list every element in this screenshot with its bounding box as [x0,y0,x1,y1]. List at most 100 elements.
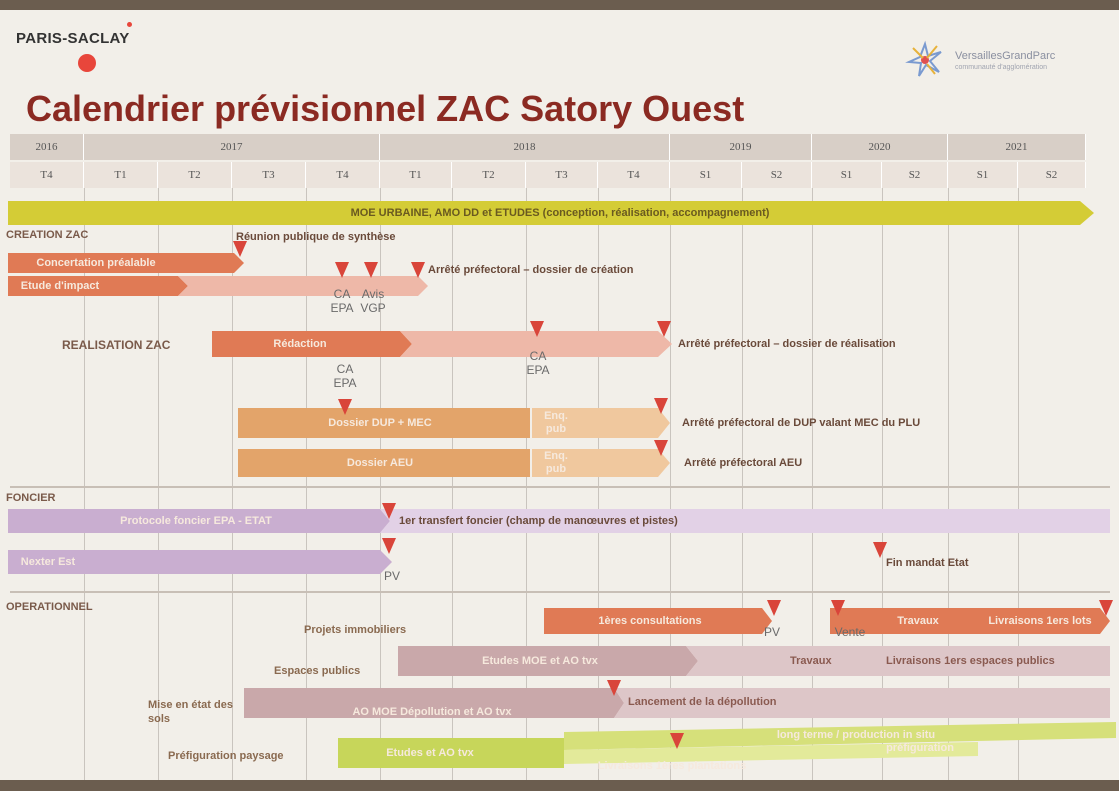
redaction-bar [212,331,672,357]
projets-immobiliers-bar [544,608,1110,634]
livraisons-plantations-bar-label: Livraisons 1ères plantations [597,760,747,772]
etude-impact-bar-label: Etude d'impact [20,280,100,292]
period-cell: T2 [158,162,232,188]
section-foncier: FONCIER [6,492,56,504]
milestone-vente [831,600,845,616]
milestone-ca-epa-creation [335,262,349,278]
pv-label-1: PV [383,569,401,583]
arrete-aeu-label: Arrêté préfectoral AEU [684,457,803,469]
grid-line [232,188,233,780]
section-creation-zac: CREATION ZAC [6,229,89,241]
dossier-dup-bar [238,408,670,438]
livraisons-espaces-label: Livraisons 1ers espaces publics [886,655,1055,667]
period-cell: S1 [948,162,1018,188]
period-cell: S2 [742,162,812,188]
milestone-pv-nexter [382,538,396,554]
mise-en-etat-label: Mise en état des sols [148,699,233,725]
grid-line [948,188,949,780]
nexter-est-bar-label: Nexter Est [20,556,76,568]
section-realisation-zac: REALISATION ZAC [62,338,171,352]
period-header-row: T4 T1 T2 T3 T4 T1 T2 T3 T4 S1 S2 S1 S2 S… [10,162,1086,188]
milestone-dup-ca-epa [338,399,352,415]
etude-impact-bar [8,276,428,296]
grid-line [452,188,453,780]
consultations-bar-label: 1ères consultations [598,615,702,627]
year-2018: 2018 [380,134,670,160]
prefiguration-paysage-bar [338,722,1116,768]
milestone-livraisons-lots [1099,600,1113,616]
prefiguration-bar-label: préfiguration [886,742,954,754]
milestone-reunion-publique [233,241,247,257]
grid-line [306,188,307,780]
milestone-lancement-depollution [607,680,621,696]
paris-saclay-logo: PARIS-SACLAY [16,30,130,47]
grid-line [742,188,743,780]
screen-frame-top [0,0,1119,10]
ca-epa-label-2: CA EPA [526,349,550,377]
milestone-ca-epa-realisation [530,321,544,337]
travaux-label-2: Travaux [790,655,832,667]
etudes-moe-bar-label: Etudes MOE et AO tvx [482,655,598,667]
ao-depollution-bar-label: AO MOE Dépollution et AO tvx [352,706,512,718]
section-separator [10,591,1110,593]
dossier-aeu-bar [238,449,670,477]
grid-line [526,188,527,780]
year-2020: 2020 [812,134,948,160]
period-cell: T4 [598,162,670,188]
enq-pub-label-1: Enq. pub [544,410,568,435]
versailles-grand-parc-logo-text: VersaillesGrandParc [955,50,1056,62]
period-cell: T2 [452,162,526,188]
period-cell: T3 [526,162,598,188]
period-cell: T3 [232,162,306,188]
etudes-ao-bar-label: Etudes et AO tvx [386,747,474,759]
lancement-depollution-label: Lancement de la dépollution [628,696,777,708]
year-2019: 2019 [670,134,812,160]
period-cell: T4 [10,162,84,188]
concertation-bar-label: Concertation préalable [36,257,156,269]
versailles-grand-parc-logo-subtitle: communauté d'agglomération [955,64,1048,71]
fin-mandat-label: Fin mandat Etat [886,557,969,569]
avis-vgp-label: Avis VGP [360,287,386,315]
espaces-publics-label: Espaces publics [274,665,361,677]
grid-line [380,188,381,780]
paris-saclay-logo-dot [78,54,96,72]
long-terme-bar-label: long terme / production in situ [776,729,936,741]
year-2017: 2017 [84,134,380,160]
milestone-arrete-aeu [654,440,668,456]
grid-line [84,188,85,780]
mise-en-etat-bar [244,688,1110,718]
reunion-publique-label: Réunion publique de synthèse [236,231,396,243]
ca-epa-label-3: CA EPA [333,362,357,390]
nexter-est-bar [8,550,392,574]
milestone-arrete-dup [654,398,668,414]
grid-line [598,188,599,780]
transfert-foncier-label: 1er transfert foncier (champ de manœuvre… [399,515,678,527]
milestone-pv-projets [767,600,781,616]
period-cell: S2 [882,162,948,188]
period-cell: S1 [812,162,882,188]
period-cell: T1 [380,162,452,188]
milestone-avis-vgp [364,262,378,278]
milestone-arrete-realisation [657,321,671,337]
travaux-bar-label-1: Travaux [897,615,939,627]
slide-title: Calendrier prévisionnel ZAC Satory Ouest [26,88,745,129]
grid-line [670,188,671,780]
redaction-bar-label: Rédaction [273,338,327,350]
grid-line [158,188,159,780]
milestone-transfert-foncier [382,503,396,519]
paris-saclay-logo-dot-small [127,22,132,27]
screen-frame-bottom [0,780,1119,791]
period-cell: T1 [84,162,158,188]
period-cell: S2 [1018,162,1086,188]
milestone-fin-mandat [873,542,887,558]
pv-label-2: PV [763,625,781,639]
section-operationnel: OPERATIONNEL [6,601,93,613]
concertation-bar [8,253,244,273]
grid-line [812,188,813,780]
dossier-dup-bar-label: Dossier DUP + MEC [328,417,432,429]
year-header-row: 2016 2017 2018 2019 2020 2021 [10,134,1086,160]
versailles-grand-parc-logo-icon [905,40,942,77]
protocole-foncier-bar-label: Protocole foncier EPA - ETAT [120,515,272,527]
milestone-arrete-creation [411,262,425,278]
